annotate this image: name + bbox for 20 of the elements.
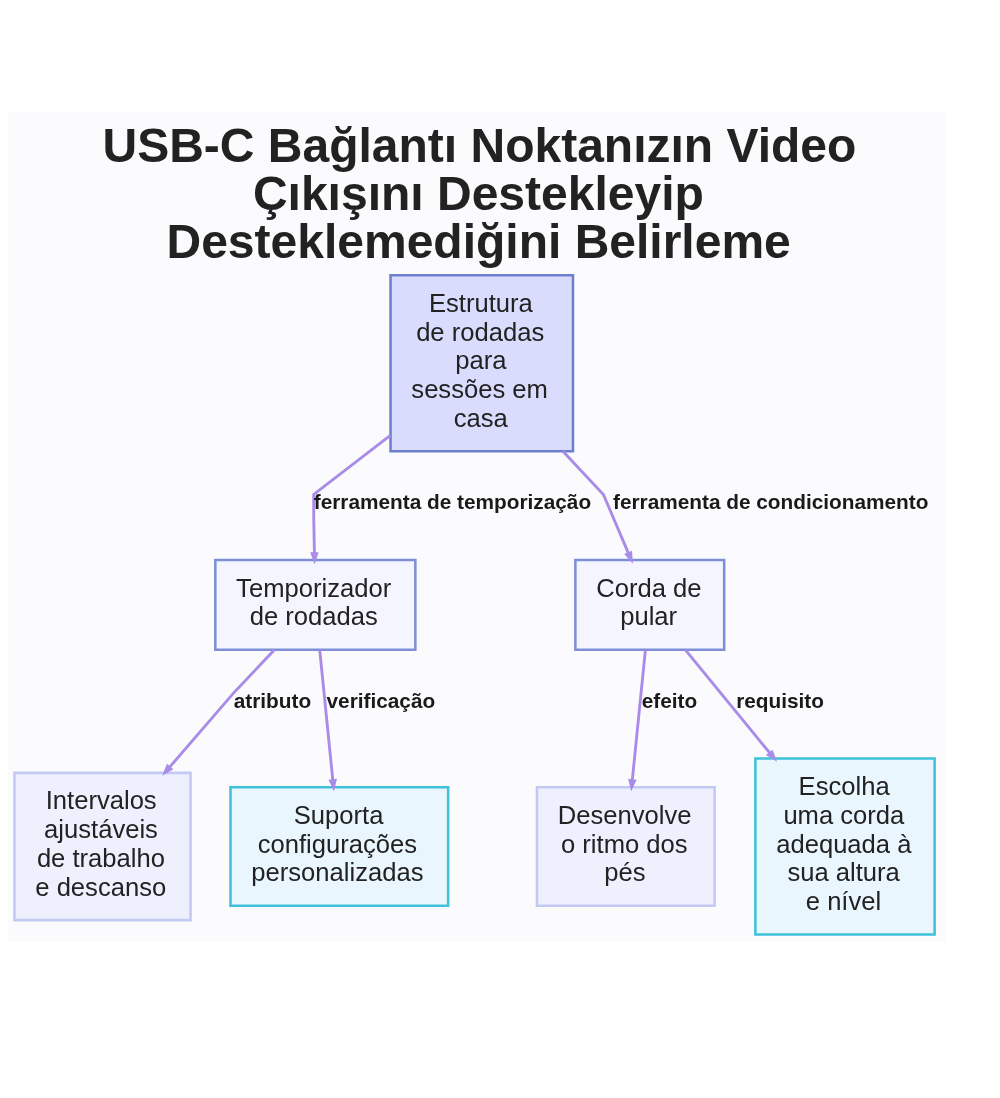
- edge-label: ferramenta de condicionamento: [612, 489, 929, 513]
- arrow: [318, 649, 337, 791]
- arrow: [628, 649, 647, 791]
- arrow: [561, 449, 633, 564]
- node-box: Estrutura de rodadas para sessões em casa: [389, 273, 575, 453]
- edge-label: atributo: [233, 688, 312, 712]
- arrow: [310, 433, 392, 564]
- node-box: Escolha uma corda adequada à sua altura e nível: [754, 756, 936, 936]
- diagram-title: USB-C Bağlantı Noktanızın Video Çıkışını Destekleyip Desteklemediğini Belirleme: [102, 118, 857, 268]
- edge-label: requisito: [736, 688, 825, 712]
- node-box: Temporizador de rodadas: [214, 558, 417, 651]
- node-box: Corda de pular: [574, 558, 726, 651]
- node-box: Intervalos ajustáveis de trabalho e descanso: [13, 771, 192, 921]
- edge-label: efeito: [641, 688, 698, 712]
- edge-label: verificação: [326, 688, 436, 712]
- node-box: Desenvolve o ritmo dos pés: [535, 785, 716, 907]
- node-box: Suporta configurações personalizadas: [229, 785, 450, 907]
- edge-label: ferramenta de temporização: [313, 489, 592, 513]
- arrow: [684, 648, 777, 762]
- arrow: [162, 648, 276, 776]
